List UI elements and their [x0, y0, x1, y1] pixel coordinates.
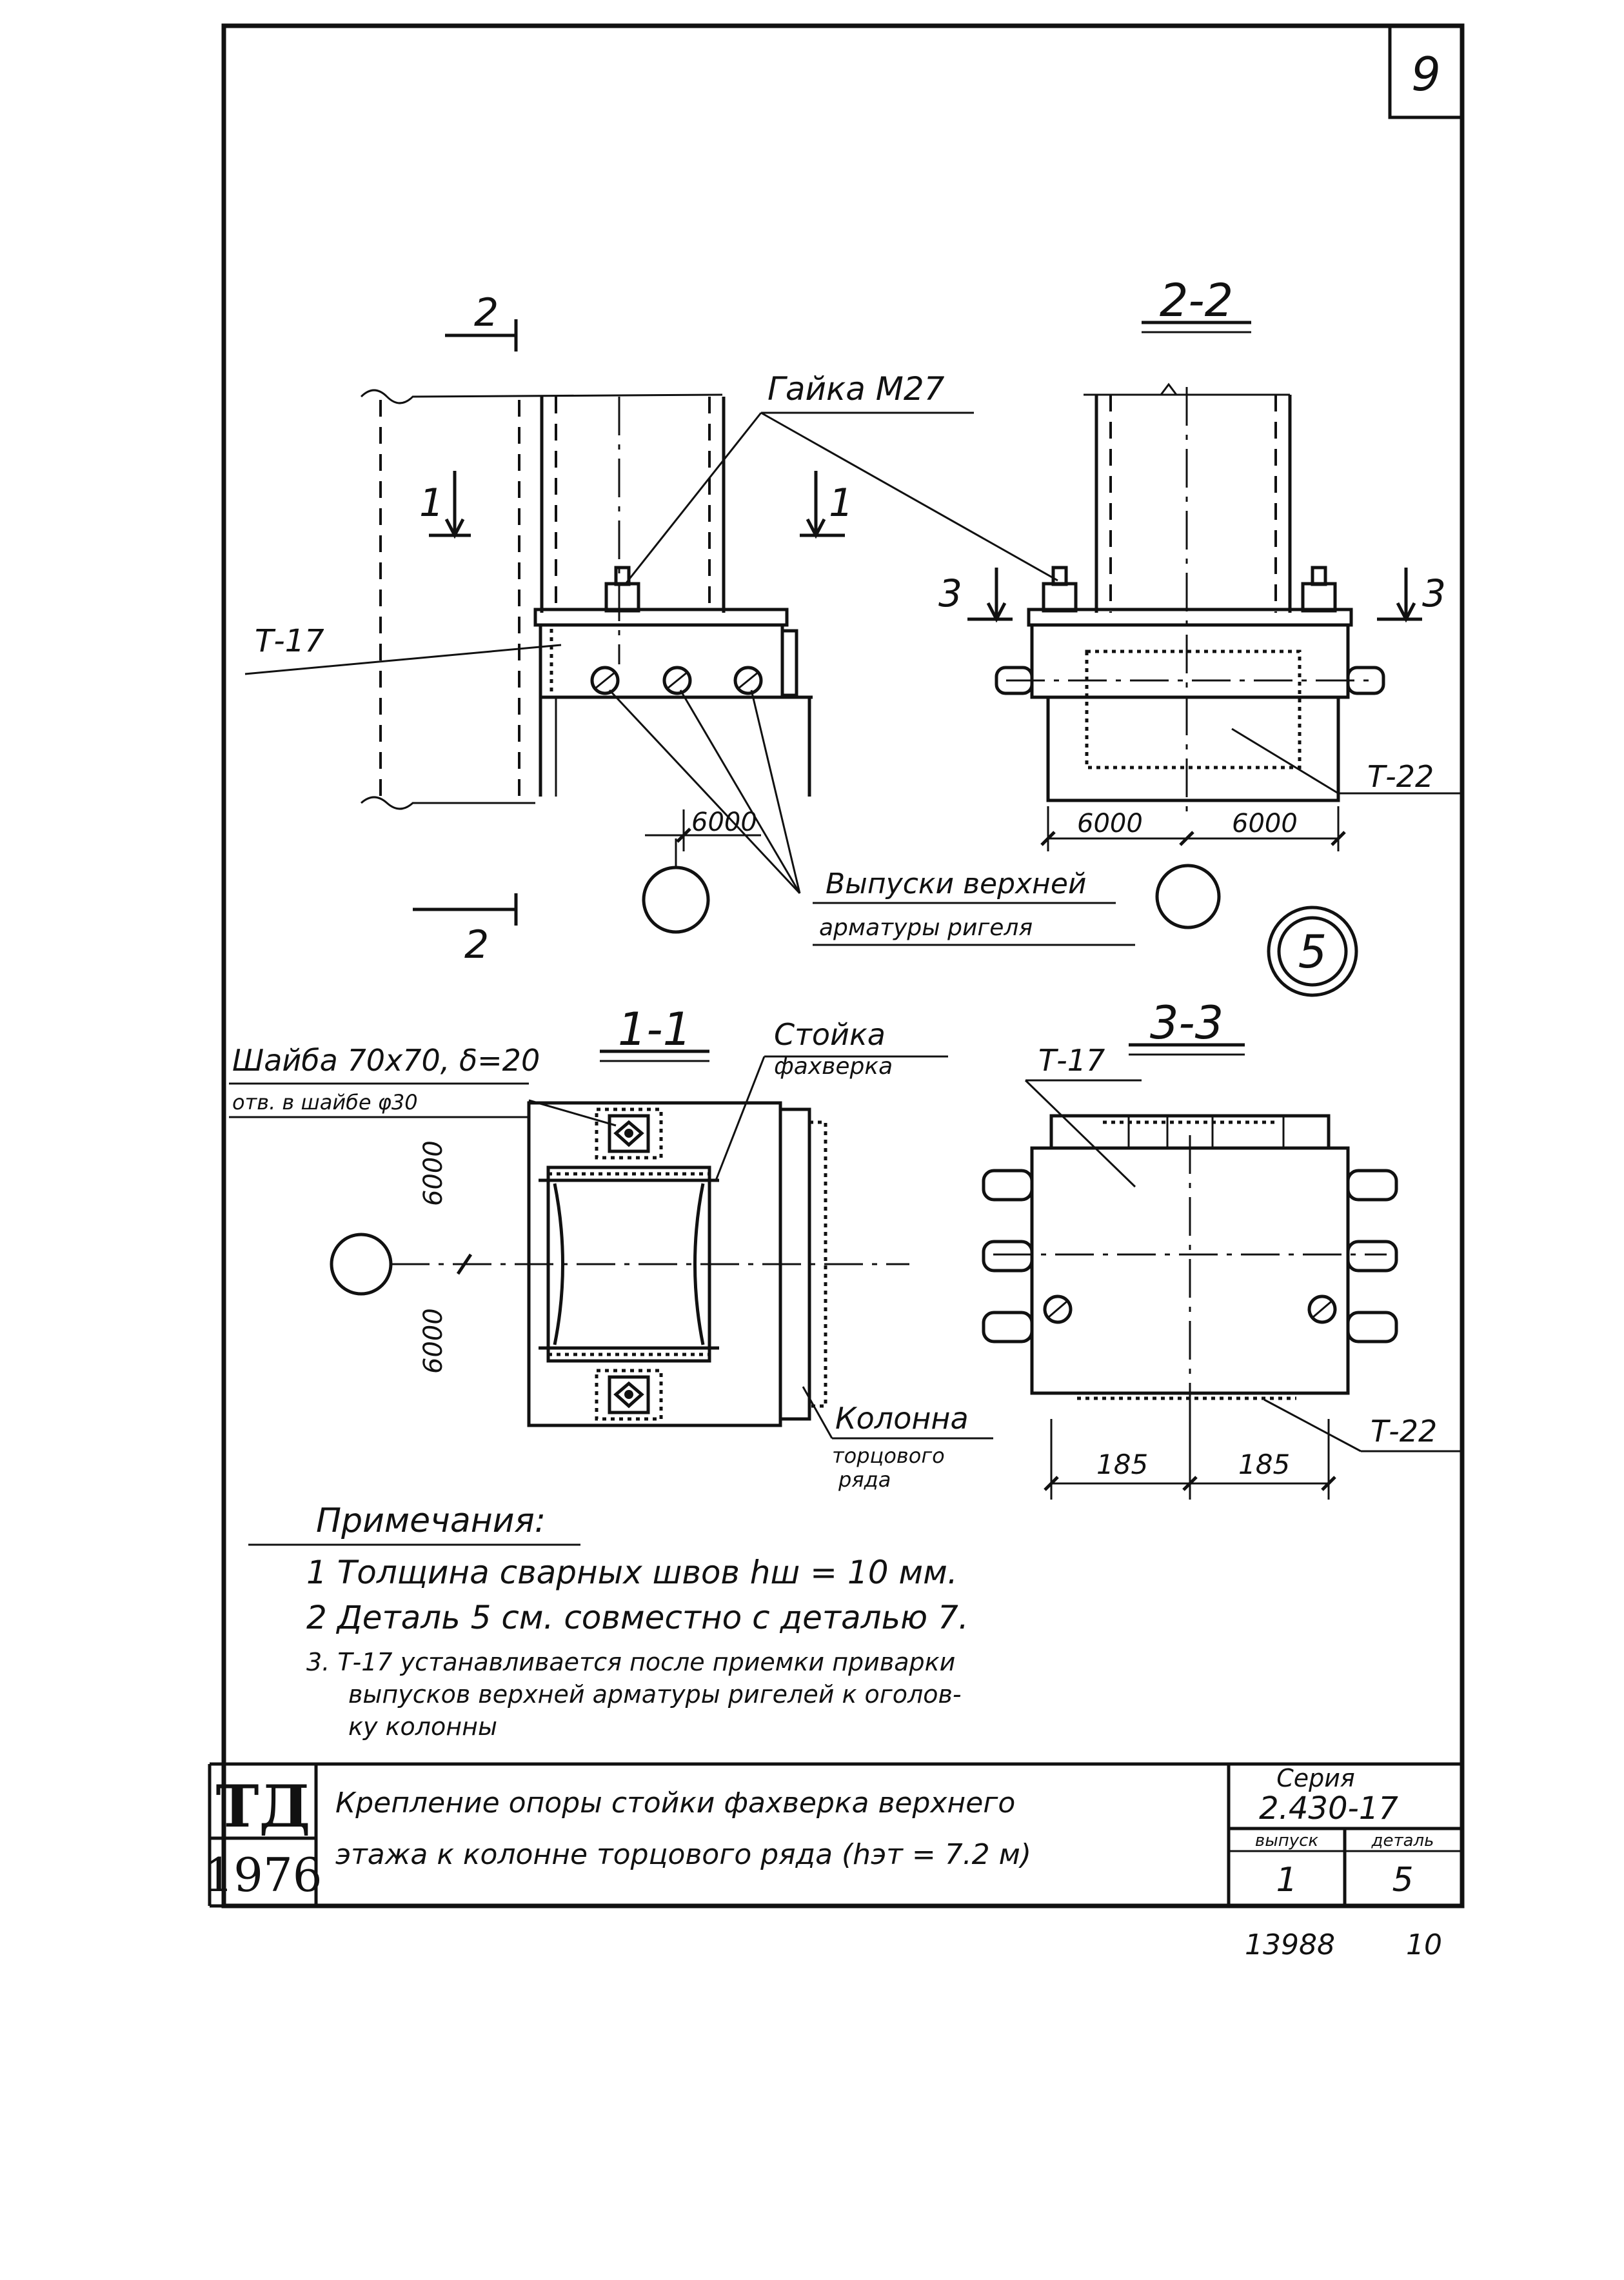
label-t22-2-2: Т-22 — [1367, 759, 1434, 794]
dim-6000-1-1-top: 6000 — [419, 1140, 448, 1206]
section-3-3-view: 3-3 Т-17 Т-22 — [982, 996, 1464, 1500]
section-2-2-title: 2-2 — [1160, 274, 1233, 327]
dim-185-right: 185 — [1238, 1449, 1290, 1480]
section-3-label-right: 3 — [1422, 571, 1446, 615]
issue-label: выпуск — [1255, 1831, 1319, 1850]
label-t22-3-3: Т-22 — [1371, 1414, 1437, 1449]
detail-value: 5 — [1392, 1861, 1413, 1899]
main-elevation-view: 2 2 1 1 Т-17 Гайка М27 6000 Выпуски верх… — [244, 290, 1135, 967]
label-column-line1: Колонна — [835, 1401, 969, 1436]
section-2-label-bottom: 2 — [464, 922, 489, 967]
page-number: 9 — [1411, 47, 1441, 101]
issue-value: 1 — [1276, 1861, 1297, 1899]
note-3-cont-2: ку колонны — [348, 1712, 497, 1741]
note-1: 1 Толщина сварных швов hш = 10 мм. — [306, 1554, 958, 1591]
section-3-3-title: 3-3 — [1150, 996, 1223, 1049]
section-2-label-top: 2 — [474, 290, 499, 335]
axis-bubble-2-2 — [1155, 864, 1221, 929]
section-1-label-right: 1 — [829, 481, 853, 526]
axis-bubble-main — [642, 866, 710, 934]
bottom-number-right: 10 — [1406, 1928, 1442, 1961]
note-2: 2 Деталь 5 см. совместно с деталью 7. — [306, 1599, 969, 1636]
note-3-cont-1: выпусков верхней арматуры ригелей к огол… — [348, 1680, 962, 1709]
dim-6000-2-2-right: 6000 — [1232, 809, 1298, 838]
label-column-line3: ряда — [838, 1467, 891, 1492]
title-line-1: Крепление опоры стойки фахверка верхнего — [335, 1787, 1015, 1819]
title-year: 1976 — [204, 1848, 322, 1902]
title-block: ТД 1976 Крепление опоры стойки фахверка … — [204, 1762, 1462, 1908]
section-1-1-title: 1-1 — [618, 1003, 691, 1056]
label-outlets-line1: Выпуски верхней — [826, 867, 1087, 900]
label-outlets-line2: арматуры ригеля — [819, 915, 1033, 941]
notes-block: Примечания: 1 Толщина сварных швов hш = … — [248, 1502, 969, 1741]
label-t17-main: Т-17 — [255, 623, 324, 659]
bottom-number-left: 13988 — [1245, 1928, 1335, 1961]
section-1-1-view: 1-1 Шайба 70х70, δ=20 отв. в шайбе φ30 С… — [229, 1003, 993, 1492]
detail-label: деталь — [1371, 1831, 1434, 1850]
label-column-line2: торцового — [832, 1443, 945, 1468]
label-washer-line2: отв. в шайбе φ30 — [232, 1090, 418, 1115]
dim-6000-2-2-left: 6000 — [1077, 809, 1143, 838]
label-nut-m27: Гайка М27 — [767, 370, 945, 408]
section-1-label-left: 1 — [419, 481, 444, 526]
label-t17-3-3: Т-17 — [1038, 1043, 1105, 1078]
title-line-2: этажа к колонне торцового ряда (hэт = 7.… — [335, 1838, 1031, 1871]
dim-185-left: 185 — [1096, 1449, 1148, 1480]
section-3-label-left: 3 — [938, 571, 962, 615]
dim-6000-1-1-bottom: 6000 — [419, 1308, 448, 1374]
detail-mark: 5 — [1267, 906, 1358, 997]
axis-bubble-1-1 — [330, 1233, 393, 1296]
section-2-2-view: 2-2 3 3 — [938, 274, 1461, 929]
note-3: 3. Т-17 устанавливается после приемки пр… — [306, 1648, 955, 1676]
notes-heading: Примечания: — [316, 1502, 546, 1540]
series-value: 2.430-17 — [1259, 1790, 1398, 1827]
logo-td: ТД — [216, 1772, 311, 1841]
label-post-line1: Стойка — [774, 1017, 886, 1052]
label-post-line2: фахверка — [774, 1053, 893, 1080]
label-washer-line1: Шайба 70х70, δ=20 — [232, 1043, 540, 1078]
detail-mark-number: 5 — [1298, 926, 1327, 978]
series-label: Серия — [1276, 1764, 1355, 1792]
